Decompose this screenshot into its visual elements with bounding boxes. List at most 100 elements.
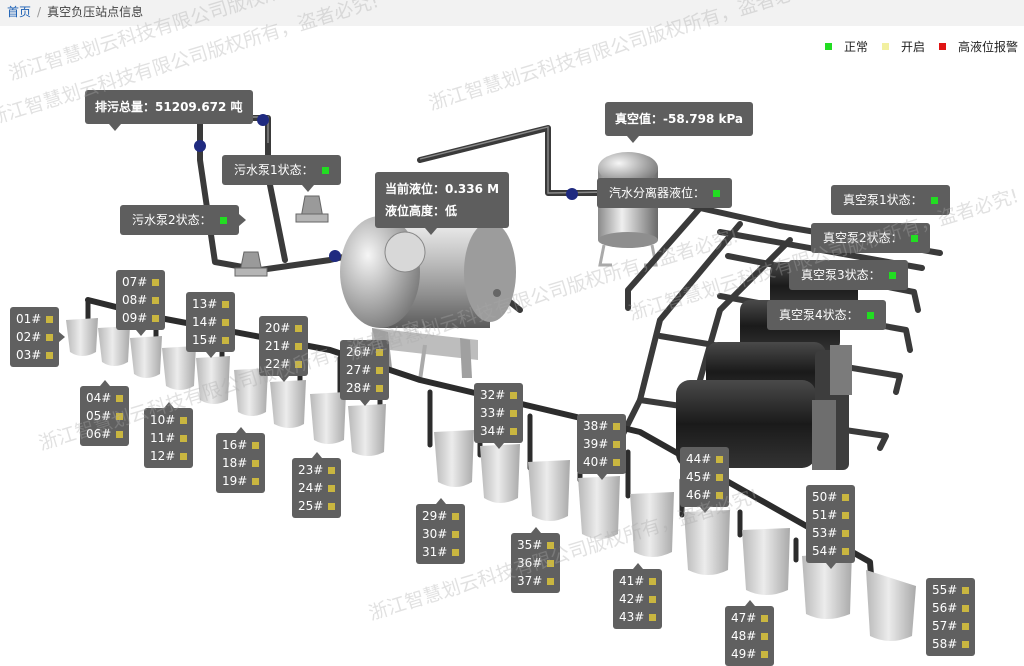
sewage-pump-1-status-indicator bbox=[321, 166, 329, 174]
well-id: 18# bbox=[222, 456, 248, 470]
well-status-indicator bbox=[613, 440, 621, 448]
well-status-indicator bbox=[376, 384, 384, 392]
well-id: 56# bbox=[932, 601, 958, 615]
well-id: 50# bbox=[812, 490, 838, 504]
vacuum-pump-1-tooltip: 真空泵1状态： bbox=[831, 185, 950, 215]
well-status-indicator bbox=[376, 348, 384, 356]
well-status-indicator bbox=[46, 315, 54, 323]
well-status-indicator bbox=[716, 473, 724, 481]
breadcrumb-current: 真空负压站点信息 bbox=[47, 5, 144, 19]
label-pointer bbox=[163, 402, 174, 408]
breadcrumb-bar: 首页 / 真空负压站点信息 bbox=[0, 0, 1024, 26]
well-status-indicator bbox=[510, 391, 518, 399]
well-group-01-03: 01# 02# 03# bbox=[10, 307, 66, 367]
tooltip-pointer bbox=[109, 124, 121, 131]
well-status-indicator bbox=[222, 336, 230, 344]
vacuum-pump-2-label: 真空泵2状态： bbox=[823, 231, 903, 245]
well-status-indicator bbox=[962, 586, 970, 594]
vacuum-pump-4-status-indicator bbox=[866, 311, 874, 319]
well-group-07-09: 07# 08# 09# bbox=[116, 270, 166, 336]
well-status-indicator bbox=[613, 458, 621, 466]
well-id: 22# bbox=[265, 357, 291, 371]
well-status-indicator bbox=[222, 318, 230, 326]
separator-level-label: 汽水分离器液位： bbox=[609, 186, 706, 200]
well-status-indicator bbox=[842, 493, 850, 501]
separator-level-tooltip: 汽水分离器液位： bbox=[597, 178, 733, 208]
well-status-indicator bbox=[180, 416, 188, 424]
well-id: 19# bbox=[222, 474, 248, 488]
legend-label-alarm: 高液位报警 bbox=[957, 40, 1018, 54]
label-pointer bbox=[632, 563, 643, 569]
breadcrumb-home-link[interactable]: 首页 bbox=[7, 5, 32, 19]
well-status-indicator bbox=[116, 430, 124, 438]
well-group-55-58: 55# 56# 57# 58# bbox=[926, 578, 976, 656]
well-id: 31# bbox=[422, 545, 448, 559]
vacuum-pump-3-status-indicator bbox=[888, 271, 896, 279]
well-id: 23# bbox=[298, 463, 324, 477]
well-status-indicator bbox=[510, 409, 518, 417]
well-status-indicator bbox=[452, 530, 460, 538]
well-id: 25# bbox=[298, 499, 324, 513]
well-id: 27# bbox=[346, 363, 372, 377]
total-discharge-tooltip: 排污总量：51209.672 吨 bbox=[85, 90, 253, 131]
label-pointer bbox=[99, 380, 110, 386]
well-status-indicator bbox=[716, 455, 724, 463]
well-id: 10# bbox=[150, 413, 176, 427]
well-id: 02# bbox=[16, 330, 42, 344]
well-id: 30# bbox=[422, 527, 448, 541]
well-status-indicator bbox=[962, 622, 970, 630]
well-id: 42# bbox=[619, 592, 645, 606]
tooltip-pointer bbox=[238, 214, 246, 226]
well-group-38-40: 38# 39# 40# bbox=[577, 414, 627, 480]
label-pointer bbox=[435, 498, 446, 504]
tank-level-tooltip: 当前液位：0.336 M 液位高度：低 bbox=[375, 172, 510, 235]
vacuum-pump-3-tooltip: 真空泵3状态： bbox=[789, 260, 908, 290]
well-id: 09# bbox=[122, 311, 148, 325]
well-status-indicator bbox=[152, 314, 160, 322]
label-pointer bbox=[744, 600, 755, 606]
current-level-label: 当前液位： bbox=[385, 182, 446, 196]
well-id: 37# bbox=[517, 574, 543, 588]
well-id: 57# bbox=[932, 619, 958, 633]
well-id: 26# bbox=[346, 345, 372, 359]
well-id: 28# bbox=[346, 381, 372, 395]
label-pointer bbox=[825, 563, 836, 569]
well-status-indicator bbox=[116, 394, 124, 402]
breadcrumb: 首页 / 真空负压站点信息 bbox=[7, 0, 143, 24]
level-height-label: 液位高度： bbox=[385, 204, 446, 218]
legend-swatch-normal bbox=[824, 43, 832, 50]
well-id: 40# bbox=[583, 455, 609, 469]
level-height-value: 低 bbox=[445, 204, 458, 218]
current-level-value: 0.336 M bbox=[445, 182, 500, 196]
sewage-pumps bbox=[234, 195, 329, 277]
well-status-indicator bbox=[180, 452, 188, 460]
well-status-indicator bbox=[152, 296, 160, 304]
well-group-35-37: 35# 36# 37# bbox=[511, 527, 561, 593]
well-id: 16# bbox=[222, 438, 248, 452]
vacuum-value-reading: -58.798 kPa bbox=[663, 112, 744, 126]
well-status-indicator bbox=[649, 613, 657, 621]
sewage-pump-1-tooltip: 污水泵1状态： bbox=[222, 155, 341, 192]
well-status-indicator bbox=[761, 614, 769, 622]
well-id: 33# bbox=[480, 406, 506, 420]
vacuum-wells bbox=[66, 318, 916, 641]
well-id: 41# bbox=[619, 574, 645, 588]
collection-tank bbox=[340, 216, 516, 381]
well-group-29-31: 29# 30# 31# bbox=[416, 498, 466, 564]
vacuum-pump-motors bbox=[676, 262, 858, 470]
well-group-04-06: 04# 05# 06# bbox=[80, 380, 130, 446]
sewage-pump-2-label: 污水泵2状态： bbox=[132, 213, 212, 227]
well-id: 14# bbox=[192, 315, 218, 329]
well-status-indicator bbox=[761, 650, 769, 658]
well-status-indicator bbox=[547, 541, 555, 549]
vacuum-value-tooltip: 真空值：-58.798 kPa bbox=[605, 102, 754, 143]
total-discharge-value: 51209.672 吨 bbox=[155, 100, 243, 114]
well-id: 51# bbox=[812, 508, 838, 522]
well-group-13-15: 13# 14# 15# bbox=[186, 292, 236, 358]
well-id: 11# bbox=[150, 431, 176, 445]
well-id: 39# bbox=[583, 437, 609, 451]
breadcrumb-separator: / bbox=[37, 5, 42, 19]
legend-label-open: 开启 bbox=[900, 40, 925, 54]
well-id: 24# bbox=[298, 481, 324, 495]
well-status-indicator bbox=[328, 466, 336, 474]
